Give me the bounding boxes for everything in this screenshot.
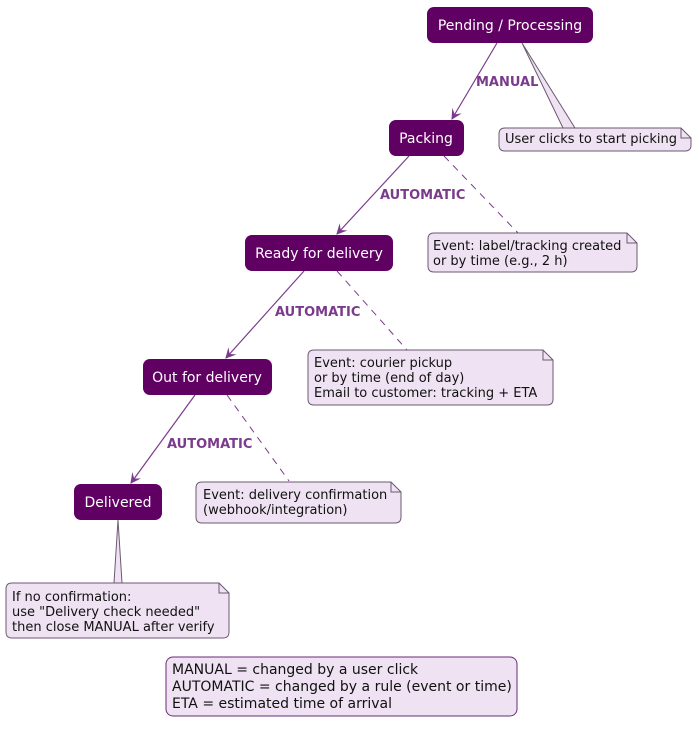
note-out: Event: delivery confirmation (webhook/in… xyxy=(195,481,402,524)
state-ready-for-delivery[interactable]: Ready for delivery xyxy=(245,235,393,271)
state-packing[interactable]: Packing xyxy=(389,120,464,156)
legend-line: AUTOMATIC = changed by a rule (event or … xyxy=(172,679,512,695)
state-label: Out for delivery xyxy=(152,370,262,386)
legend-line: ETA = estimated time of arrival xyxy=(172,696,392,712)
note-line: Event: courier pickup xyxy=(314,356,452,371)
transition-edge xyxy=(130,394,196,484)
state-out-for-delivery[interactable]: Out for delivery xyxy=(143,359,272,395)
note-line: use "Delivery check needed" xyxy=(12,605,200,620)
note-connector-out xyxy=(226,394,290,482)
transition-label: MANUAL xyxy=(476,75,538,90)
note-connector-delivered xyxy=(113,519,123,584)
note-packing: Event: label/tracking created or by time… xyxy=(427,232,638,273)
note-connector-ready xyxy=(336,270,408,351)
state-pending[interactable]: Pending / Processing xyxy=(427,7,593,43)
transition-label: AUTOMATIC xyxy=(275,305,360,320)
transition-edge xyxy=(225,270,305,359)
transition-label: AUTOMATIC xyxy=(167,437,252,452)
note-connector-packing xyxy=(443,155,519,234)
note-line: (webhook/integration) xyxy=(203,503,348,518)
legend-line: MANUAL = changed by a user click xyxy=(172,662,419,678)
note-line: Event: delivery confirmation xyxy=(203,488,387,503)
transition-edge xyxy=(451,42,498,120)
note-line: User clicks to start picking xyxy=(505,132,677,147)
transition-edge xyxy=(336,155,410,235)
note-line: or by time (end of day) xyxy=(314,371,464,386)
note-line: or by time (e.g., 2 h) xyxy=(433,254,568,269)
note-ready: Event: courier pickup or by time (end of… xyxy=(307,349,554,406)
state-label: Delivered xyxy=(84,495,151,511)
note-line: Event: label/tracking created xyxy=(433,239,621,254)
note-delivered: If no confirmation: use "Delivery check … xyxy=(5,582,230,639)
state-label: Ready for delivery xyxy=(255,246,383,262)
state-label: Pending / Processing xyxy=(438,18,582,34)
note-line: Email to customer: tracking + ETA xyxy=(314,386,537,401)
note-pending: User clicks to start picking xyxy=(498,127,692,152)
legend: MANUAL = changed by a user click AUTOMAT… xyxy=(165,656,518,717)
note-line: If no confirmation: xyxy=(12,590,131,605)
transition-label: AUTOMATIC xyxy=(380,188,465,203)
state-label: Packing xyxy=(399,131,453,147)
note-line: then close MANUAL after verify xyxy=(12,620,215,635)
state-delivered[interactable]: Delivered xyxy=(74,484,162,520)
